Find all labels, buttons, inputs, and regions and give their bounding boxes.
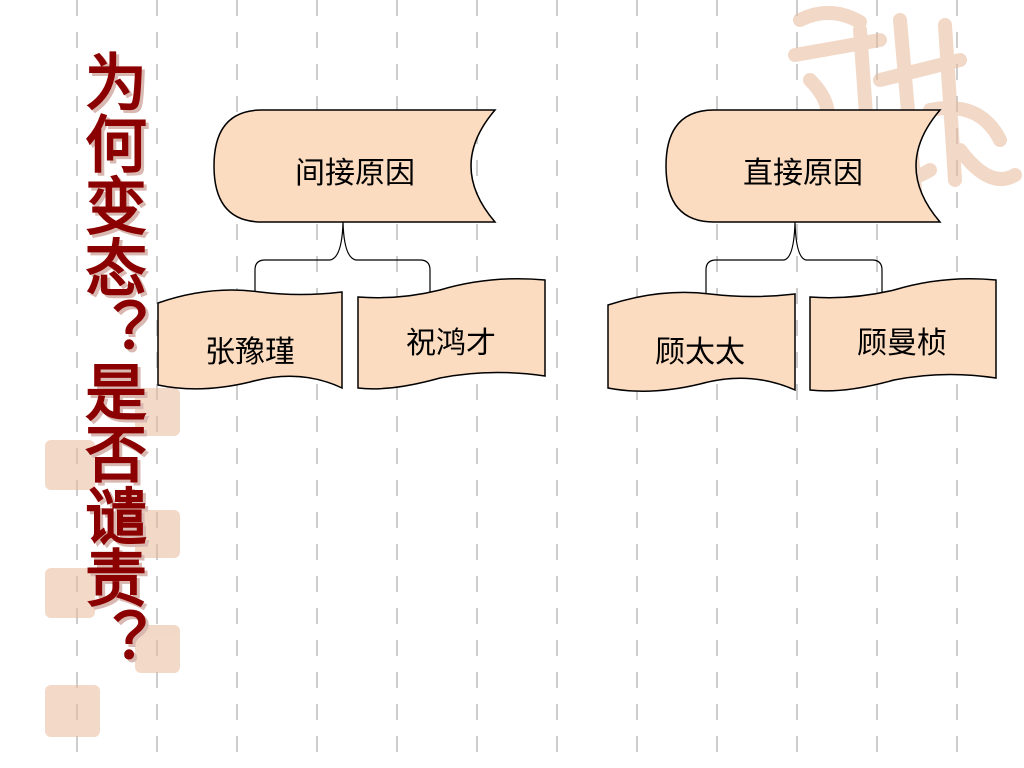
child-node-shape-3 xyxy=(607,291,796,392)
child-node-shape-1 xyxy=(157,289,343,390)
page-title: 为何变态？是否谴责？ xyxy=(74,50,147,670)
child-node-shape-4 xyxy=(809,278,997,392)
root-node-indirect-shape xyxy=(213,109,497,223)
brace-connector-left xyxy=(254,221,431,297)
brace-connector-right xyxy=(705,221,883,297)
right-branch xyxy=(607,109,997,392)
root-node-direct-label: 直接原因 xyxy=(743,156,863,191)
left-branch xyxy=(157,109,546,390)
child-node-label-4: 顾曼桢 xyxy=(857,326,947,361)
root-node-indirect-label: 间接原因 xyxy=(295,156,415,191)
child-node-label-3: 顾太太 xyxy=(655,335,745,370)
root-node-direct-shape xyxy=(665,109,942,223)
child-node-label-2: 祝鸿才 xyxy=(406,326,496,361)
child-node-shape-2 xyxy=(357,278,546,390)
small-seal-stamps xyxy=(45,388,180,737)
child-node-label-1: 张豫瑾 xyxy=(205,335,295,370)
